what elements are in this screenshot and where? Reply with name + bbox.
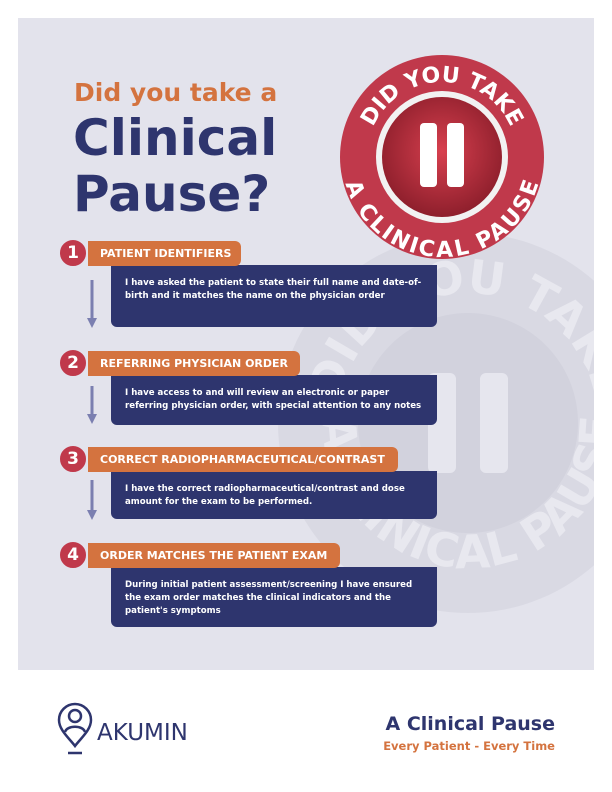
step-text: I have the correct radiopharmaceutical/c…: [111, 471, 437, 519]
step-label: REFERRING PHYSICIAN ORDER: [88, 351, 300, 376]
logo-text: AKUMIN: [97, 720, 188, 746]
step-number: 1: [58, 238, 88, 268]
title-line-2: Clinical: [73, 109, 278, 167]
poster-panel: DID YOU TAKE A CLINICAL PAUSE Did you ta…: [18, 18, 594, 670]
title-line-3: Pause?: [73, 165, 271, 223]
footer-tagline: A Clinical Pause: [385, 713, 556, 735]
footer-subtagline: Every Patient - Every Time: [383, 739, 555, 753]
akumin-logo: AKUMIN: [55, 700, 225, 760]
arrow-down-icon: [87, 280, 97, 328]
step-number: 3: [58, 444, 88, 474]
arrow-down-icon: [87, 480, 97, 520]
step-text: I have asked the patient to state their …: [111, 265, 437, 327]
arrow-down-icon: [87, 386, 97, 424]
step-number: 2: [58, 348, 88, 378]
step-text: I have access to and will review an elec…: [111, 375, 437, 425]
title-main: Clinical Pause?: [73, 110, 277, 222]
step-text: During initial patient assessment/screen…: [111, 567, 437, 627]
step-label: ORDER MATCHES THE PATIENT EXAM: [88, 543, 340, 568]
title-line-1: Did you take a: [74, 78, 278, 107]
step-label: PATIENT IDENTIFIERS: [88, 241, 241, 266]
step-label: CORRECT RADIOPHARMACEUTICAL/CONTRAST: [88, 447, 398, 472]
clinical-pause-badge: DID YOU TAKE A CLINICAL PAUSE: [340, 55, 544, 259]
pause-icon: [420, 123, 464, 187]
step-number: 4: [58, 540, 88, 570]
